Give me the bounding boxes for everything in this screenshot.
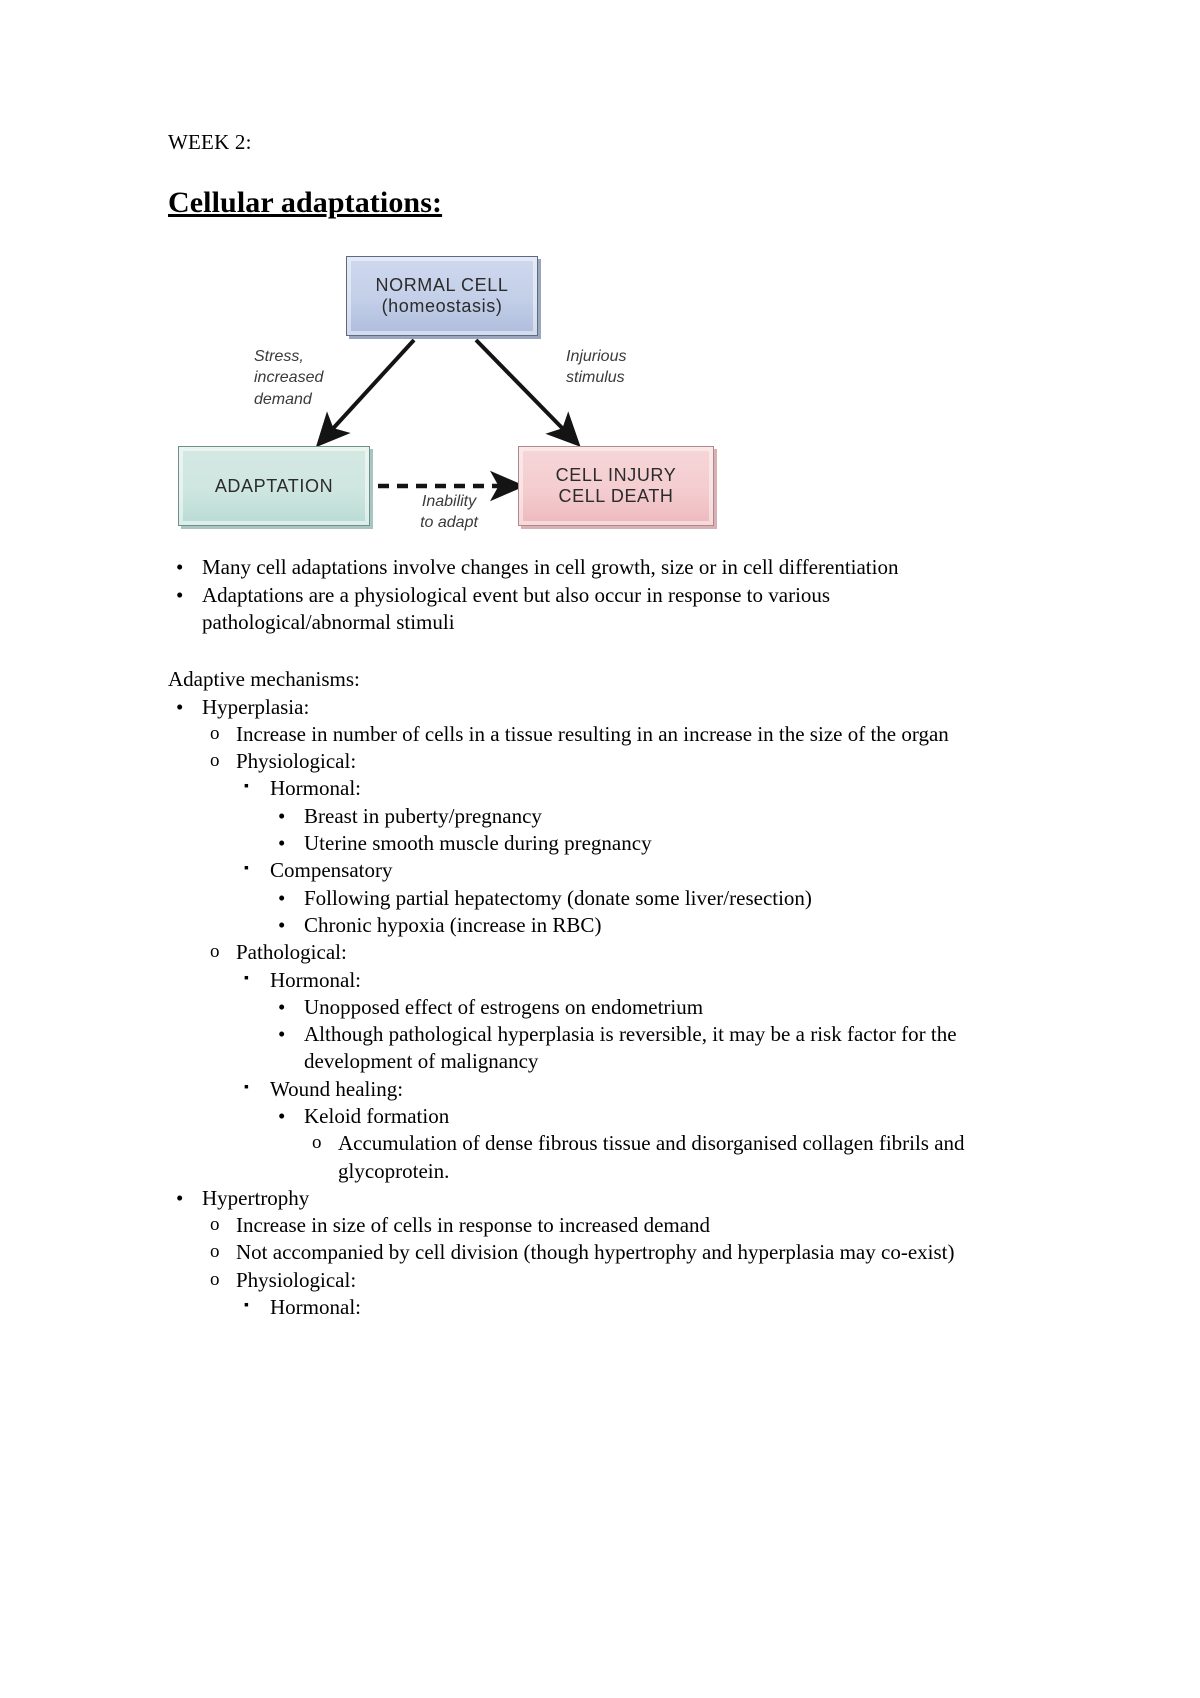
bullet-disc-icon: • bbox=[278, 912, 286, 937]
week-heading: WEEK 2: bbox=[168, 130, 252, 154]
pathological-hormonal-items: • Unopposed effect of estrogens on endom… bbox=[270, 994, 968, 1076]
list-item-hypertrophy: • Hypertrophy o Increase in size of cell… bbox=[168, 1185, 968, 1321]
list-item-compensatory: ▪ Compensatory • Following partial hepat… bbox=[236, 857, 968, 939]
cell-injury-line1: CELL INJURY bbox=[555, 465, 677, 486]
bullet-square-icon: ▪ bbox=[244, 861, 249, 877]
wound-healing-items: • Keloid formation o Accumulation of den… bbox=[270, 1103, 968, 1185]
diagram-label-inability-to-adapt: Inability to adapt bbox=[420, 493, 478, 532]
intro-bullet-1: Many cell adaptations involve changes in… bbox=[202, 555, 899, 580]
list-item-hyperplasia: • Hyperplasia: o Increase in number of c… bbox=[168, 694, 968, 1185]
list-item-hormonal: ▪ Hormonal: bbox=[236, 1294, 968, 1321]
diagram-node-cell-injury: CELL INJURY CELL DEATH bbox=[518, 446, 714, 527]
list-item: • Adaptations are a physiological event … bbox=[168, 582, 968, 637]
adaptive-mechanisms-list: • Hyperplasia: o Increase in number of c… bbox=[168, 694, 968, 1322]
normal-cell-line1: NORMAL CELL bbox=[375, 275, 509, 296]
cell-injury-line2: CELL DEATH bbox=[558, 486, 674, 507]
hypertrophy-label: Hypertrophy bbox=[202, 1185, 310, 1210]
bullet-circle-icon: o bbox=[210, 722, 220, 744]
bullet-disc-icon: • bbox=[176, 582, 184, 607]
physiological-hormonal-items: • Breast in puberty/pregnancy • Uterine … bbox=[270, 803, 968, 858]
bullet-disc-icon: • bbox=[278, 1103, 286, 1128]
diagram-label-stress: Stress, increased demand bbox=[254, 348, 324, 408]
adaptive-mechanisms-heading: Adaptive mechanisms: bbox=[168, 667, 360, 692]
bullet-disc-icon: • bbox=[176, 694, 184, 719]
compensatory-items: • Following partial hepatectomy (donate … bbox=[270, 885, 968, 940]
hyperplasia-label: Hyperplasia: bbox=[202, 694, 310, 719]
bullet-disc-icon: • bbox=[278, 831, 286, 856]
hypertrophy-increase: Increase in size of cells in response to… bbox=[236, 1213, 711, 1238]
bullet-square-icon: ▪ bbox=[244, 970, 249, 986]
list-item: o Increase in size of cells in response … bbox=[202, 1212, 968, 1239]
list-item: • Following partial hepatectomy (donate … bbox=[270, 885, 968, 912]
list-item: • Uterine smooth muscle during pregnancy bbox=[270, 830, 968, 857]
wound-healing-label: Wound healing: bbox=[270, 1076, 404, 1101]
bullet-circle-icon: o bbox=[210, 1214, 220, 1236]
hyperplasia-pathological-label: Pathological: bbox=[236, 940, 347, 965]
list-item-wound-healing: ▪ Wound healing: • Keloid formation o bbox=[236, 1076, 968, 1185]
compensatory-label: Compensatory bbox=[270, 858, 393, 883]
hyperplasia-physiological-label: Physiological: bbox=[236, 749, 357, 774]
bullet-square-icon: ▪ bbox=[244, 1298, 249, 1314]
bullet-disc-icon: • bbox=[278, 1022, 286, 1047]
hypertrophy-physiological-sublist: ▪ Hormonal: bbox=[236, 1294, 968, 1321]
bullet-circle-icon: o bbox=[210, 1241, 220, 1263]
keloid-label: Keloid formation bbox=[304, 1103, 450, 1128]
bullet-disc-icon: • bbox=[176, 555, 184, 580]
list-item: o Accumulation of dense fibrous tissue a… bbox=[304, 1130, 968, 1185]
bullet-circle-icon: o bbox=[312, 1132, 322, 1154]
list-item-keloid: • Keloid formation o Accumulation of den… bbox=[270, 1103, 968, 1185]
list-item: o Not accompanied by cell division (thou… bbox=[202, 1239, 968, 1266]
bullet-circle-icon: o bbox=[210, 1268, 220, 1290]
physiological-hormonal-item-1: Breast in puberty/pregnancy bbox=[304, 803, 542, 828]
keloid-detail-list: o Accumulation of dense fibrous tissue a… bbox=[304, 1130, 968, 1185]
pathological-hormonal-item-1: Unopposed effect of estrogens on endomet… bbox=[304, 994, 704, 1019]
list-item-hormonal: ▪ Hormonal: • Breast in puberty/pregnanc… bbox=[236, 775, 968, 857]
bullet-circle-icon: o bbox=[210, 750, 220, 772]
physiological-hormonal-label: Hormonal: bbox=[270, 776, 361, 801]
physiological-sublist: ▪ Hormonal: • Breast in puberty/pregnanc… bbox=[236, 775, 968, 939]
bullet-disc-icon: • bbox=[278, 885, 286, 910]
list-item: • Although pathological hyperplasia is r… bbox=[270, 1021, 968, 1076]
bullet-circle-icon: o bbox=[210, 941, 220, 963]
hypertrophy-not-accompanied: Not accompanied by cell division (though… bbox=[236, 1240, 955, 1265]
bullet-square-icon: ▪ bbox=[244, 779, 249, 795]
document-body: WEEK 2: Cellular adaptations: bbox=[168, 128, 968, 1321]
physiological-hormonal-item-2: Uterine smooth muscle during pregnancy bbox=[304, 831, 652, 856]
pathological-sublist: ▪ Hormonal: • Unopposed effect of estrog… bbox=[236, 967, 968, 1185]
list-item: • Breast in puberty/pregnancy bbox=[270, 803, 968, 830]
hypertrophy-physiological-label: Physiological: bbox=[236, 1267, 357, 1292]
intro-bullet-list: • Many cell adaptations involve changes … bbox=[168, 554, 968, 636]
hypertrophy-sublist: o Increase in size of cells in response … bbox=[202, 1212, 968, 1321]
list-item: • Chronic hypoxia (increase in RBC) bbox=[270, 912, 968, 939]
bullet-disc-icon: • bbox=[278, 994, 286, 1019]
bullet-disc-icon: • bbox=[278, 803, 286, 828]
bullet-disc-icon: • bbox=[176, 1185, 184, 1210]
keloid-detail: Accumulation of dense fibrous tissue and… bbox=[338, 1131, 965, 1183]
pathological-hormonal-item-2: Although pathological hyperplasia is rev… bbox=[304, 1022, 957, 1074]
list-item: • Unopposed effect of estrogens on endom… bbox=[270, 994, 968, 1021]
pathological-hormonal-label: Hormonal: bbox=[270, 967, 361, 992]
adaptation-line1: ADAPTATION bbox=[214, 475, 334, 496]
bullet-square-icon: ▪ bbox=[244, 1079, 249, 1095]
list-item-physiological: o Physiological: ▪ Hormonal: bbox=[202, 1267, 968, 1322]
list-item-hormonal: ▪ Hormonal: • Unopposed effect of estrog… bbox=[236, 967, 968, 1076]
diagram-node-normal-cell: NORMAL CELL (homeostasis) bbox=[346, 256, 538, 337]
compensatory-item-2: Chronic hypoxia (increase in RBC) bbox=[304, 912, 602, 937]
intro-bullet-2: Adaptations are a physiological event bu… bbox=[202, 582, 831, 634]
diagram-label-injurious-stimulus: Injurious stimulus bbox=[566, 348, 627, 387]
page-title: Cellular adaptations: bbox=[168, 186, 443, 220]
compensatory-item-1: Following partial hepatectomy (donate so… bbox=[304, 885, 812, 910]
diagram-node-adaptation: ADAPTATION bbox=[178, 446, 370, 527]
list-item: • Many cell adaptations involve changes … bbox=[168, 554, 968, 581]
list-item: o Increase in number of cells in a tissu… bbox=[202, 721, 968, 748]
cellular-adaptation-diagram: NORMAL CELL (homeostasis) ADAPTATION CEL… bbox=[176, 246, 736, 536]
hypertrophy-hormonal-label: Hormonal: bbox=[270, 1295, 361, 1320]
normal-cell-line2: (homeostasis) bbox=[381, 296, 503, 317]
list-item-physiological: o Physiological: ▪ Hormonal: • Breast in… bbox=[202, 748, 968, 939]
hyperplasia-increase: Increase in number of cells in a tissue … bbox=[236, 721, 949, 746]
hyperplasia-sublist: o Increase in number of cells in a tissu… bbox=[202, 721, 968, 1185]
list-item-pathological: o Pathological: ▪ Hormonal: • Unopposed … bbox=[202, 939, 968, 1185]
